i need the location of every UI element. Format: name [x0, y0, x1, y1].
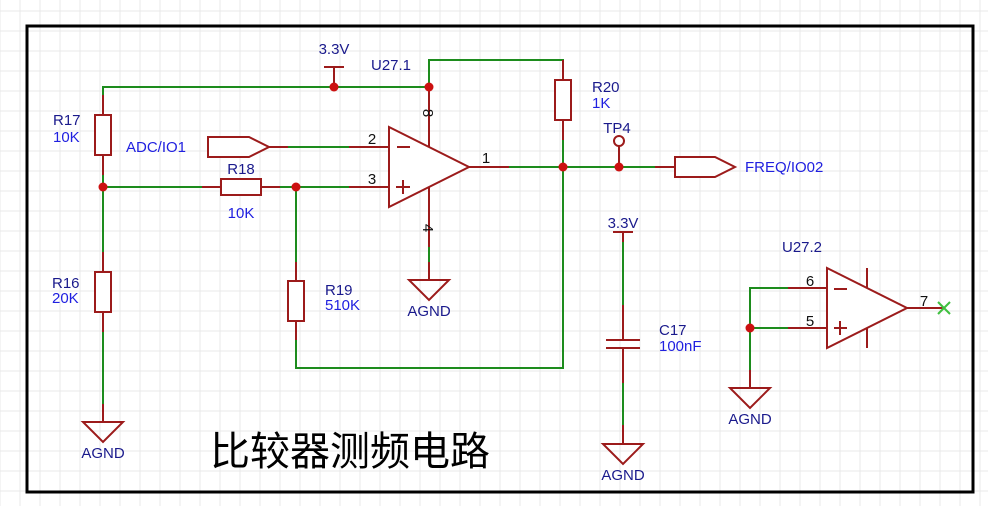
pin-number: 7 [920, 293, 928, 310]
ref-designator: C17 [659, 322, 687, 339]
resistor-body [94, 271, 112, 313]
junctions [98, 82, 755, 333]
ground-agnd-u27-1: AGND [406, 262, 452, 320]
ref-designator: R18 [227, 161, 255, 178]
component-value: 10K [228, 205, 255, 222]
ref-designator: R20 [592, 79, 620, 96]
resistor-body [287, 280, 305, 322]
pin-number: 3 [368, 171, 376, 188]
component-value: 510K [325, 297, 360, 314]
ground-icon [727, 387, 773, 410]
pin-number: 1 [482, 150, 490, 167]
pin-number: 2 [368, 131, 376, 148]
component-value: 10K [53, 129, 80, 146]
power-flag-3v3-cap: 3.3V [608, 215, 639, 242]
testpoint-icon [613, 135, 625, 147]
net-label-agnd: AGND [81, 445, 125, 462]
port-freq-io02[interactable]: FREQ/IO02 [655, 156, 823, 178]
ref-designator: U27.2 [782, 239, 822, 256]
net-label-agnd: AGND [601, 467, 645, 484]
junction-dot [329, 82, 339, 92]
junction-dot [291, 182, 301, 192]
ground-agnd-r16: AGND [80, 404, 126, 462]
ref-designator: R19 [325, 282, 353, 299]
sheet-title: 比较器测频电路 [210, 429, 490, 475]
junction-dot [98, 182, 108, 192]
ref-designator: R17 [53, 112, 81, 129]
ref-designator: R16 [52, 275, 80, 292]
testpoint-tp4[interactable]: TP4 [603, 120, 631, 167]
junction-dot [424, 82, 434, 92]
power-flag-3v3-top: 3.3V [319, 41, 350, 87]
resistor-r18[interactable]: R18 10K [202, 161, 280, 222]
port-label: ADC/IO1 [126, 139, 186, 156]
port-adc-io1[interactable]: ADC/IO1 [126, 136, 288, 158]
wire-u27-2-pin6[interactable] [749, 287, 789, 371]
net-label-3v3: 3.3V [319, 41, 350, 58]
resistor-r20[interactable]: R20 1K [554, 60, 620, 140]
wire-vcc-to-r20[interactable] [428, 59, 564, 88]
net-label-3v3: 3.3V [608, 215, 639, 232]
no-connect-icon [937, 301, 951, 315]
wires [102, 59, 789, 426]
opamp-u27-1[interactable]: 2 3 1 8 4 U27.1 [349, 57, 509, 247]
capacitor-c17[interactable]: C17 100nF [606, 305, 702, 383]
port-flag-shape [207, 136, 272, 158]
pin-number: 8 [419, 109, 436, 117]
pin-number: 6 [806, 273, 814, 290]
resistor-body [554, 79, 572, 121]
ref-designator: TP4 [603, 120, 631, 137]
resistor-r19[interactable]: R19 510K [287, 262, 360, 340]
sheet-frame [25, 24, 975, 494]
junction-dot [558, 162, 568, 172]
ref-designator: U27.1 [371, 57, 411, 74]
pin-number: 4 [419, 224, 436, 232]
pin-number: 5 [806, 313, 814, 330]
net-label-agnd: AGND [407, 303, 451, 320]
resistor-body [220, 178, 262, 196]
resistor-r16[interactable]: R16 20K [52, 252, 112, 332]
opamp-u27-2[interactable]: 6 5 7 U27.2 [782, 239, 951, 350]
component-value: 20K [52, 290, 79, 307]
port-flag-shape [674, 156, 738, 178]
junction-dot [745, 323, 755, 333]
wire-r19-feedback[interactable] [295, 166, 564, 369]
ground-agnd-u27-2: AGND [727, 370, 773, 428]
junction-dot [614, 162, 624, 172]
ground-agnd-c17: AGND [600, 425, 646, 484]
resistor-body [94, 114, 112, 156]
ground-icon [406, 279, 452, 302]
net-label-agnd: AGND [728, 411, 772, 428]
resistor-r17[interactable]: R17 10K [53, 95, 112, 175]
ground-icon [600, 443, 646, 466]
ground-icon [80, 421, 126, 444]
component-value: 100nF [659, 338, 702, 355]
component-value: 1K [592, 95, 610, 112]
port-label: FREQ/IO02 [745, 159, 823, 176]
